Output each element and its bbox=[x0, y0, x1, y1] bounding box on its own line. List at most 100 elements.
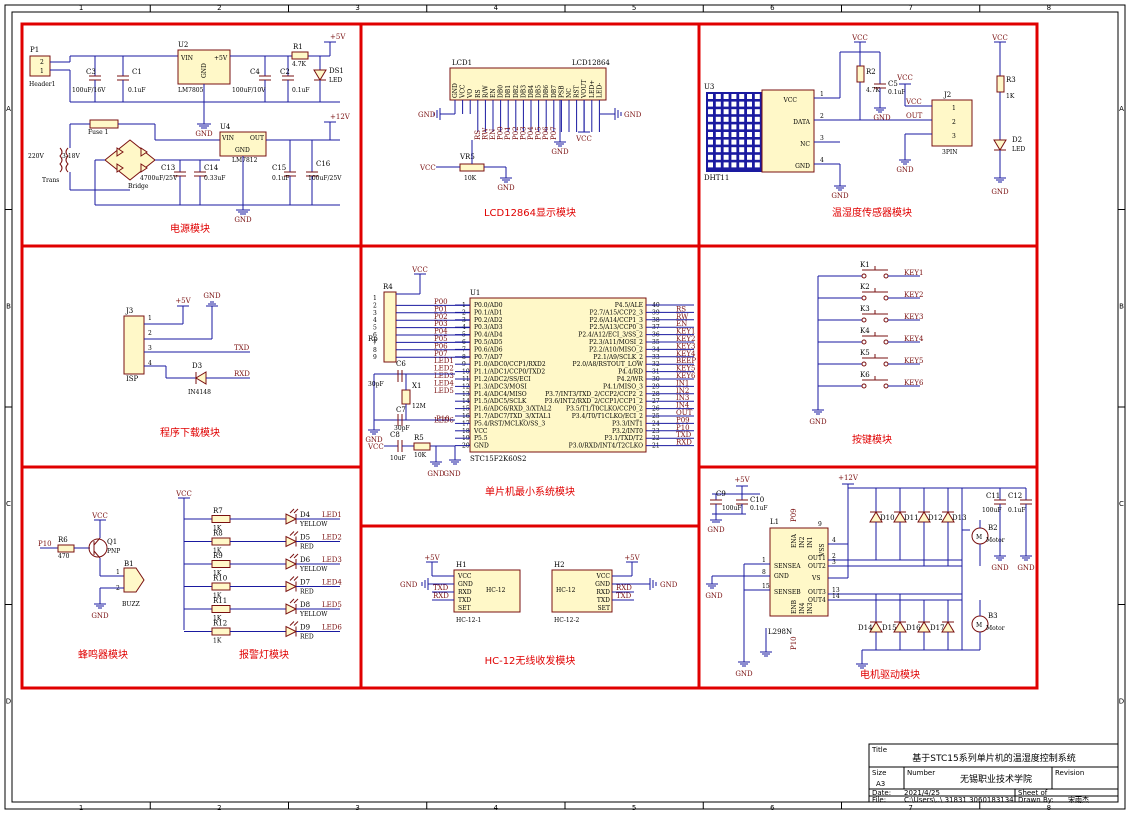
mcu-right-pin-label: P3.2/INT0 bbox=[612, 428, 643, 435]
mcu-right-net: KEY2 bbox=[676, 335, 695, 343]
c9-gnd: GND bbox=[707, 526, 725, 534]
tb-file-label: File: bbox=[872, 796, 886, 804]
r6-resistor bbox=[57, 544, 75, 553]
mcu-left-pin-label: P1.3/ADC3/MOSI bbox=[474, 383, 527, 390]
c14-value: 0.33uF bbox=[204, 175, 225, 182]
r4-pin-num: 9 bbox=[373, 354, 377, 361]
h2-part: HC-12 bbox=[556, 587, 576, 594]
j3-pin4: 4 bbox=[148, 360, 152, 367]
h1-pin-label: GND bbox=[458, 581, 473, 588]
motor-diode-top-ref: D11 bbox=[904, 514, 919, 522]
mcu-right-pin-label: P3.7/INT3/TXD_2/CCP2/CCP2_2 bbox=[545, 391, 643, 398]
tb-drawn: 宋雨杰 bbox=[1068, 795, 1089, 804]
mcu-right-pin-label: P2.4/A12/ECI_3/SS_2 bbox=[578, 332, 643, 339]
tb-revision-label: Revision bbox=[1055, 769, 1084, 777]
power-module: P1 2 1 Header1 U2 VIN +5V GND LM7805 C3 … bbox=[28, 33, 351, 224]
lcd-pin-label: VO bbox=[467, 89, 474, 99]
lcd-pin-label: VCC bbox=[460, 84, 467, 99]
key-ref: K3 bbox=[860, 305, 870, 313]
lcd-pin-label: DB2 bbox=[513, 85, 520, 98]
alarm-led-net: LED2 bbox=[322, 534, 342, 542]
b1-pin1: 1 bbox=[116, 569, 120, 576]
lcd-pin-label: DB1 bbox=[505, 85, 512, 98]
lcd-net-label: P00 bbox=[497, 126, 505, 140]
d2-led bbox=[993, 139, 1007, 151]
r5-gnd: GND bbox=[427, 470, 445, 478]
mcu-right-pin-label: P2.0/A8/RSTOUT_LOW bbox=[573, 361, 644, 368]
c6-ref: C6 bbox=[396, 360, 406, 368]
r4-pin-num: 5 bbox=[373, 325, 377, 332]
b2-m-glyph: M bbox=[976, 534, 982, 541]
b1-ref: B1 bbox=[124, 560, 134, 568]
lcd-pin-label: DB5 bbox=[536, 85, 543, 98]
mcu-right-net: TXD bbox=[676, 431, 692, 439]
l1-ref: L1 bbox=[770, 518, 779, 526]
b3-m-glyph: M bbox=[976, 622, 982, 629]
border-col-top: 3 bbox=[355, 4, 359, 12]
mcu-right-net: KEY3 bbox=[676, 342, 695, 350]
c12-ref: C12 bbox=[1008, 492, 1022, 500]
mcu-right-pin-label: P2.1/A9/SCLK_2 bbox=[593, 354, 643, 361]
xtal-gnd: GND bbox=[365, 436, 383, 444]
r4-pin-num: 7 bbox=[373, 339, 377, 346]
r4-pin-num: 4 bbox=[373, 317, 377, 324]
d3-value: IN4148 bbox=[188, 389, 211, 396]
c3-value: 100uF/16V bbox=[72, 87, 106, 94]
mcu-right-net: BEEP bbox=[676, 357, 696, 365]
l1-out1: OUT1 bbox=[808, 555, 826, 562]
c1-ref: C1 bbox=[132, 68, 142, 76]
buzzer-module: VCC P10 R6 470 Q1 PNP B1 BUZZ 1 2 GND bbox=[38, 512, 145, 620]
mcu-left-net: LED3 bbox=[434, 372, 454, 380]
mcu-right-net: RS bbox=[676, 305, 686, 313]
motor-diode-bot-ref: D15 bbox=[882, 624, 897, 632]
mcu-left-pin-label: P0.1/AD1 bbox=[474, 309, 503, 316]
key-net: KEY3 bbox=[904, 313, 923, 321]
frame-buzzer-alarm bbox=[20, 465, 363, 690]
r3-value: 1K bbox=[1006, 93, 1015, 100]
border-col-top: 5 bbox=[632, 4, 636, 12]
frame-motor bbox=[697, 465, 1039, 690]
mcu-left-pin-label: P1.6/ADC6/RXD_3/XTAL2 bbox=[474, 406, 552, 413]
c8-ref: C8 bbox=[390, 431, 400, 439]
h2-5v: +5V bbox=[624, 554, 640, 562]
mcu-left-pin-label: P0.7/AD7 bbox=[474, 354, 503, 361]
mcu-right-pin-label: P4.1/MISO_3 bbox=[603, 383, 643, 390]
vr5-value: 10K bbox=[464, 175, 477, 182]
j3-pin3: 3 bbox=[148, 345, 152, 352]
r3-resistor bbox=[996, 75, 1005, 93]
mcu-right-net: IN4 bbox=[676, 402, 690, 410]
key-ref: K1 bbox=[860, 261, 870, 269]
v220-label: 220V bbox=[28, 153, 44, 160]
alarm-r-value: 1K bbox=[213, 570, 222, 577]
tb-size-label: Size bbox=[872, 769, 886, 777]
l1-in4: IN4 bbox=[799, 602, 806, 614]
border-row-left: B bbox=[6, 302, 11, 310]
module-title-buzzer: 蜂鸣器模块 bbox=[78, 648, 128, 661]
mcu-right-net: IN2 bbox=[676, 387, 689, 395]
j2-vcc-top: VCC bbox=[896, 74, 913, 82]
border-col-top: 8 bbox=[1047, 4, 1051, 12]
vr5-gnd: GND bbox=[497, 184, 515, 192]
mcu-left-net: P02 bbox=[434, 313, 448, 321]
lcd-pin-label: DB0 bbox=[498, 85, 505, 98]
u2-ref: U2 bbox=[178, 41, 188, 49]
mcu-right-pin-label: P3.1/TXD/T2 bbox=[604, 435, 643, 442]
c5-ref: C5 bbox=[888, 80, 898, 88]
mcu-right-pin-label: P4.4/RD bbox=[618, 369, 643, 376]
h1-gnd: GND bbox=[400, 581, 418, 589]
border-col-top: 1 bbox=[79, 4, 83, 12]
lcd-pin-label: DB7 bbox=[551, 85, 558, 98]
h2-rxd-net: RXD bbox=[616, 584, 632, 592]
border-col-bottom: 6 bbox=[770, 804, 775, 812]
b3-value: Motor bbox=[986, 625, 1005, 632]
lcd-pin-label: RST bbox=[574, 85, 581, 98]
l1-pin-num: 14 bbox=[832, 593, 840, 600]
border-col-bottom: 3 bbox=[355, 804, 359, 812]
mcu-right-pin-label: P3.4/T0/T1CLKO/ECI_2 bbox=[572, 413, 643, 420]
h1-hc12 bbox=[453, 569, 521, 613]
mcu-left-pin-label: P0.2/AD2 bbox=[474, 317, 503, 324]
tb-title: 基于STC15系列单片机的温湿度控制系统 bbox=[912, 752, 1075, 764]
